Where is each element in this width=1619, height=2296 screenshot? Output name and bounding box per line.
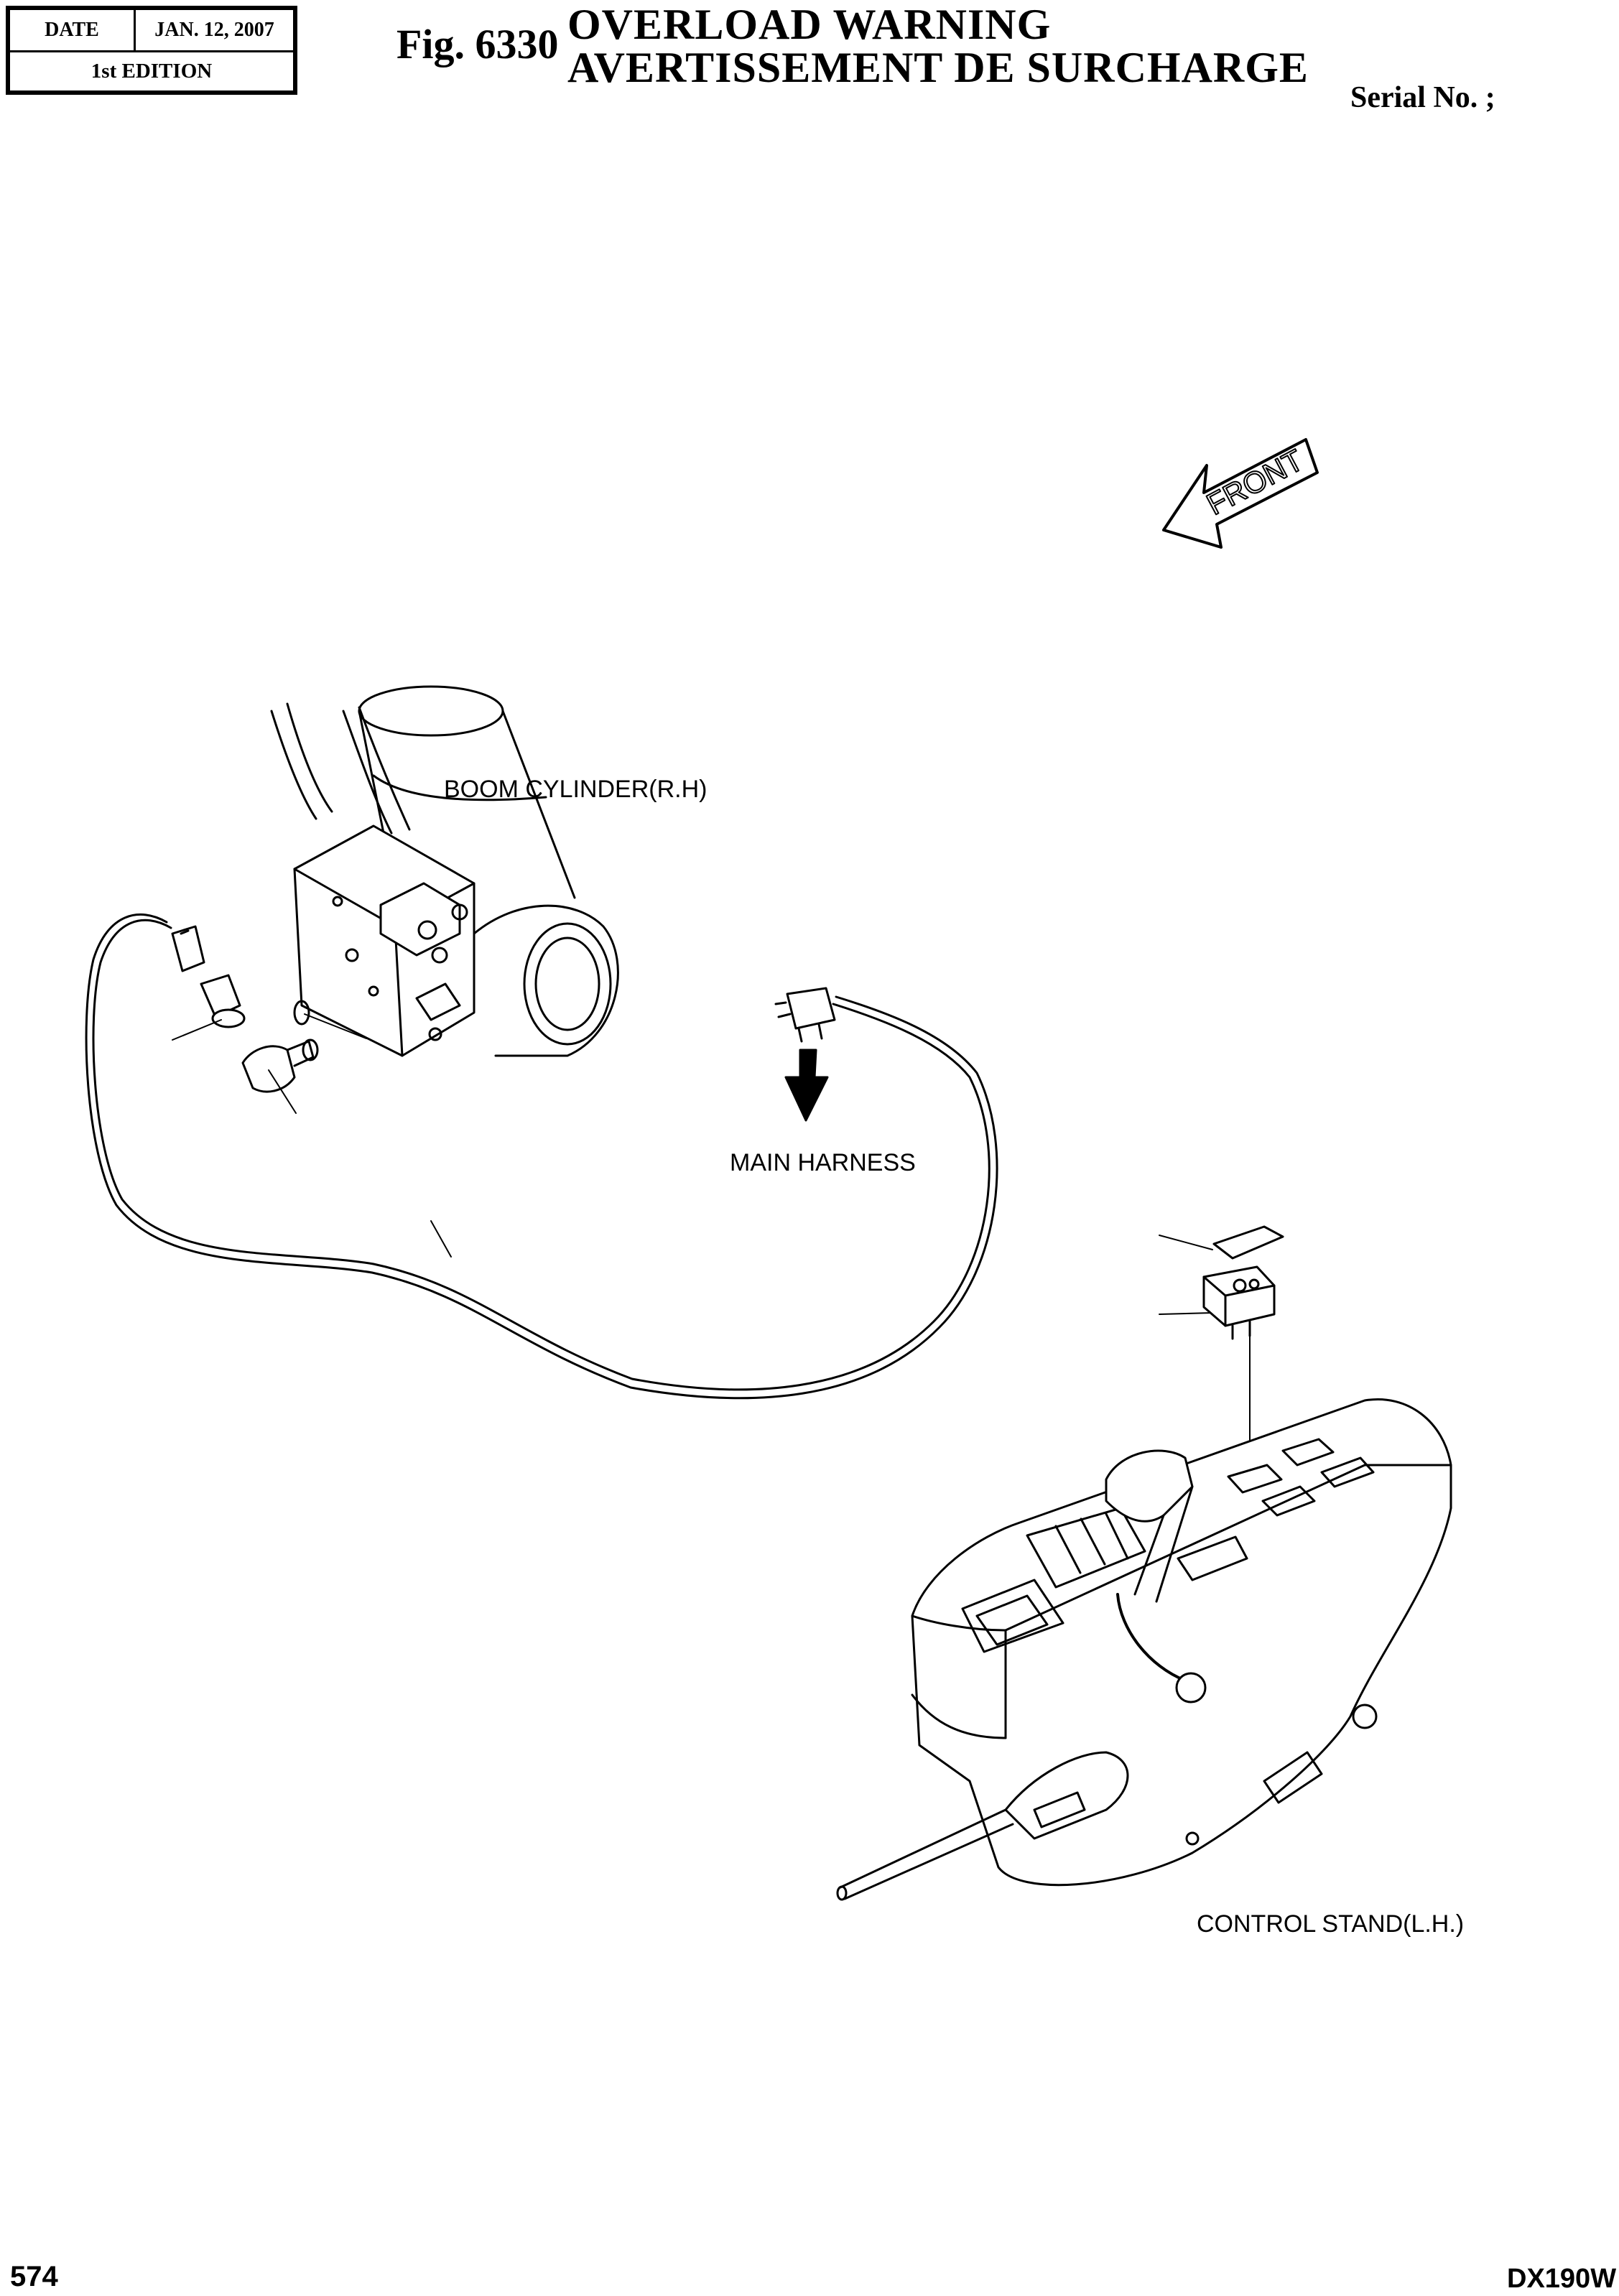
overload-wire-harness [85,913,998,1400]
figure-number: Fig. 6330 [396,21,559,68]
leader-lines [172,1013,1251,1480]
control-stand [836,1398,1452,1901]
model-number: DX190W [1507,2264,1617,2294]
date-value: JAN. 12, 2007 [136,10,293,52]
page-number: 574 [10,2261,58,2292]
label-boom-cylinder: BOOM CYLINDER(R.H) [444,776,707,803]
title-french: AVERTISSEMENT DE SURCHARGE [567,44,1309,91]
date-label: DATE [10,10,136,52]
serial-number: Serial No. ; [1350,81,1495,114]
title-english: OVERLOAD WARNING [567,1,1052,48]
date-edition-box: DATE JAN. 12, 2007 1st EDITION [6,6,297,95]
overload-switch [1202,1225,1284,1340]
label-control-stand: CONTROL STAND(L.H.) [1197,1910,1464,1938]
edition-label: 1st EDITION [91,60,213,83]
pressure-switch [171,925,319,1093]
front-arrow-icon: FRONT [1162,438,1319,549]
label-main-harness: MAIN HARNESS [730,1149,916,1176]
boom-cylinder [270,685,619,1057]
